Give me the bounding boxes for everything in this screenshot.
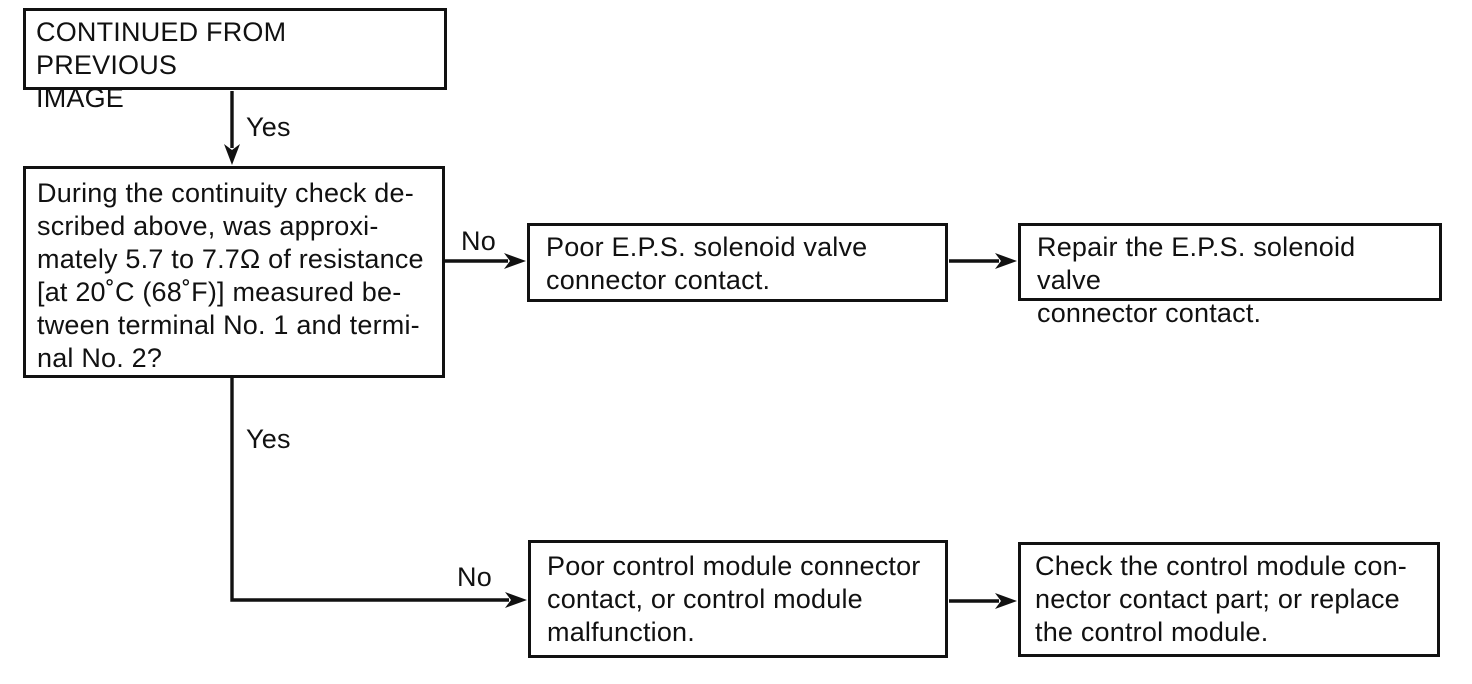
edge-label-no-top: No — [461, 226, 496, 256]
arrowhead-right-icon — [995, 593, 1017, 609]
edge-label-yes-bottom: Yes — [246, 424, 291, 454]
node-continued-from-previous-image: CONTINUED FROM PREVIOUS IMAGE — [23, 8, 447, 113]
arrowhead-right-icon — [505, 592, 527, 608]
edge-label-yes-top: Yes — [246, 112, 291, 142]
arrowhead-down-icon — [224, 144, 240, 165]
node-repair-solenoid-valve-connector-contact: Repair the E.P.S. solenoid valve connect… — [1018, 223, 1442, 328]
node-continuity-check-question: During the continuity check de- scribed … — [23, 166, 445, 378]
arrowhead-right-icon — [995, 253, 1017, 269]
edge-label-no-bottom: No — [457, 562, 492, 592]
node-poor-control-module-connector-contact: Poor control module connector contact, o… — [528, 540, 948, 658]
node-check-control-module-connector: Check the control module con- nector con… — [1018, 542, 1440, 657]
connector-question-to-poor-module — [230, 378, 509, 602]
arrowhead-right-icon — [504, 253, 526, 269]
node-poor-solenoid-valve-connector-contact: Poor E.P.S. solenoid valve connector con… — [527, 223, 948, 302]
